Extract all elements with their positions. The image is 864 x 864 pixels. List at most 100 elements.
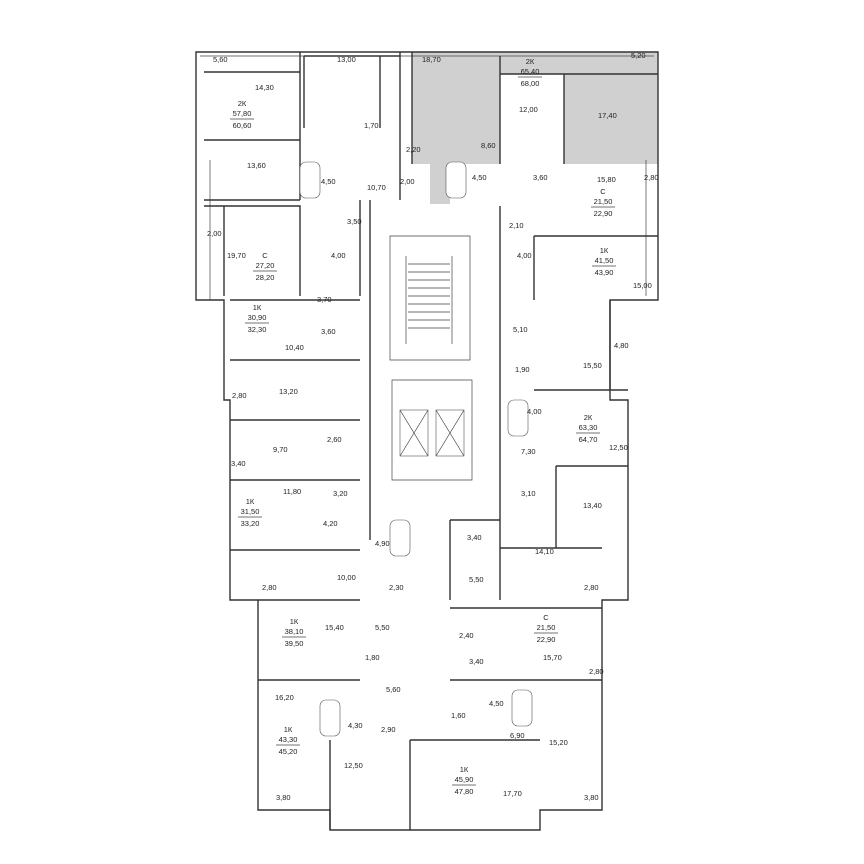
apartment-label: С 27,20 28,20 [253,251,277,282]
room-area: 4,50 [321,177,336,186]
room-area: 12,00 [519,105,538,114]
svg-text:2К: 2К [584,413,593,422]
apartment-label: С 21,50 22,90 [591,187,615,218]
room-area: 3,80 [584,793,599,802]
room-area: 15,20 [549,738,568,747]
room-area: 14,10 [535,547,554,556]
room-area: 10,70 [367,183,386,192]
room-area: 3,60 [321,327,336,336]
svg-text:28,20: 28,20 [256,273,275,282]
room-area: 5,50 [375,623,390,632]
room-area: 4,90 [375,539,390,548]
room-area: 4,30 [348,721,363,730]
svg-text:43,90: 43,90 [595,268,614,277]
room-area: 2,00 [400,177,415,186]
svg-text:2К: 2К [526,57,535,66]
room-area: 15,40 [325,623,344,632]
room-area: 3,40 [469,657,484,666]
svg-text:С: С [600,187,606,196]
room-area: 5,20 [631,51,646,60]
svg-text:22,90: 22,90 [594,209,613,218]
svg-text:21,50: 21,50 [537,623,556,632]
room-area: 15,80 [597,175,616,184]
svg-text:45,20: 45,20 [279,747,298,756]
room-area: 2,80 [589,667,604,676]
room-area: 13,00 [337,55,356,64]
svg-text:27,20: 27,20 [256,261,275,270]
room-area: 4,00 [331,251,346,260]
svg-text:57,80: 57,80 [233,109,252,118]
apartment-label: С 21,50 22,90 [534,613,558,644]
room-area: 12,50 [344,761,363,770]
room-area: 5,50 [469,575,484,584]
svg-text:60,60: 60,60 [233,121,252,130]
room-area: 3,60 [533,173,548,182]
apartment-label: 1К 41,50 43,90 [592,246,616,277]
room-area: 2,00 [207,229,222,238]
room-area: 2,40 [459,631,474,640]
room-area: 2,90 [381,725,396,734]
svg-text:65,40: 65,40 [521,67,540,76]
svg-text:С: С [262,251,268,260]
room-area: 3,40 [231,459,246,468]
room-area: 2,30 [389,583,404,592]
room-area: 15,00 [633,281,652,290]
svg-text:39,50: 39,50 [285,639,304,648]
room-area: 14,30 [255,83,274,92]
room-area: 2,60 [327,435,342,444]
room-area: 9,70 [273,445,288,454]
room-area: 3,10 [521,489,536,498]
svg-text:38,10: 38,10 [285,627,304,636]
room-area: 10,00 [337,573,356,582]
svg-text:68,00: 68,00 [521,79,540,88]
svg-text:22,90: 22,90 [537,635,556,644]
room-area: 7,30 [521,447,536,456]
room-area: 1,60 [451,711,466,720]
room-area: 1,90 [515,365,530,374]
room-area: 15,70 [543,653,562,662]
room-area: 3,70 [317,295,332,304]
room-area: 2,80 [644,173,659,182]
room-area: 1,80 [365,653,380,662]
svg-text:64,70: 64,70 [579,435,598,444]
room-area: 10,40 [285,343,304,352]
apartment-label: 1К 30,90 32,30 [245,303,269,334]
svg-text:21,50: 21,50 [594,197,613,206]
svg-text:30,90: 30,90 [248,313,267,322]
room-area: 4,50 [489,699,504,708]
room-area: 11,80 [283,487,301,496]
apartment-label: 1К 43,30 45,20 [276,725,300,756]
room-area: 19,70 [227,251,246,260]
svg-text:2К: 2К [238,99,247,108]
svg-text:1К: 1К [290,617,299,626]
apartment-labels: 2К 57,80 60,60 2К 65,40 68,00 С 21,50 22… [230,57,616,796]
svg-text:32,30: 32,30 [248,325,267,334]
svg-text:45,90: 45,90 [455,775,474,784]
room-area: 5,60 [386,685,401,694]
svg-text:63,30: 63,30 [579,423,598,432]
room-area: 5,60 [213,55,228,64]
room-area: 2,10 [509,221,524,230]
room-area: 5,10 [513,325,528,334]
room-area: 4,80 [614,341,629,350]
room-area: 17,70 [503,789,522,798]
svg-text:1К: 1К [246,497,255,506]
apartment-label: 1К 38,10 39,50 [282,617,306,648]
room-area: 13,40 [583,501,602,510]
svg-text:31,50: 31,50 [241,507,260,516]
room-area: 4,00 [527,407,542,416]
room-area: 2,80 [262,583,277,592]
fixtures [299,161,533,737]
room-area: 3,20 [333,489,348,498]
room-area: 17,40 [598,111,617,120]
room-area: 2,20 [406,145,421,154]
svg-text:43,30: 43,30 [279,735,298,744]
room-area: 12,50 [609,443,628,452]
room-area: 3,50 [347,217,362,226]
room-area: 16,20 [275,693,294,702]
svg-text:33,20: 33,20 [241,519,260,528]
apartment-label: 2К 57,80 60,60 [230,99,254,130]
room-area: 13,20 [279,387,298,396]
room-area: 15,50 [583,361,602,370]
